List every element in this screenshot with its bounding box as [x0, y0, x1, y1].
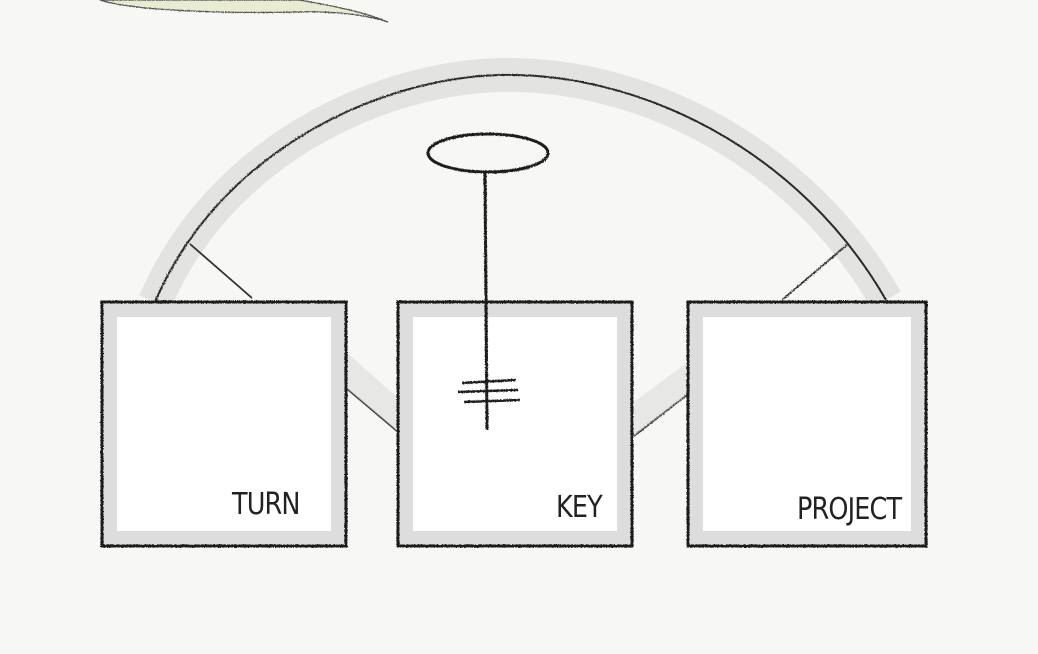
connector-left-shade — [346, 352, 398, 432]
connector-left — [345, 387, 399, 433]
connector-right — [633, 393, 689, 437]
dome-rib-left — [189, 243, 253, 299]
box-key — [396, 300, 634, 548]
box-label-key: KEY — [556, 490, 603, 525]
connector-right-shade — [634, 362, 688, 436]
dome-arc — [154, 73, 887, 303]
dome-arc-band — [139, 57, 901, 309]
box-label-project: PROJECT — [797, 492, 902, 527]
box-project — [686, 300, 928, 548]
dome-rib-right — [781, 243, 849, 301]
key-icon — [426, 132, 550, 431]
box-label-turn: TURN — [232, 487, 300, 522]
leaf-fragment — [99, 0, 389, 23]
box-turn — [100, 300, 348, 548]
